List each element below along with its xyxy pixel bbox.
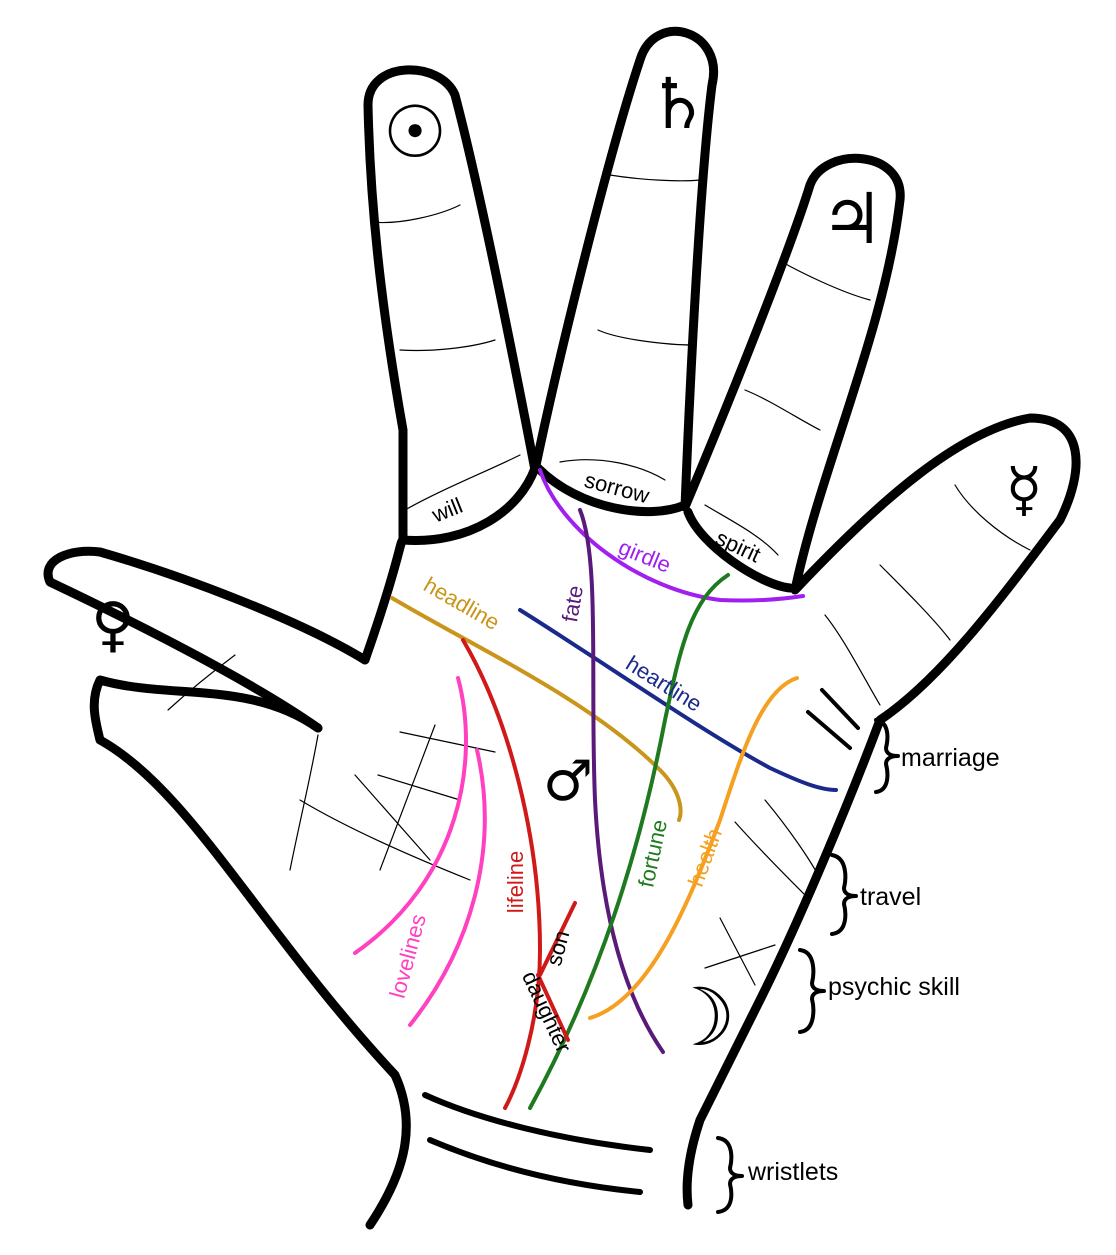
marriage-line <box>806 710 852 750</box>
venus-symbol-icon: ♀ <box>91 590 135 660</box>
son-label: son <box>541 928 574 969</box>
lifeline-line <box>461 638 542 1110</box>
crease <box>744 389 821 431</box>
fate-line <box>578 508 665 1054</box>
wristlets-label: wristlets <box>747 1158 838 1186</box>
marriage-label: marriage <box>901 744 1000 772</box>
loveline <box>408 748 487 1027</box>
girdle-label: girdle <box>615 534 674 577</box>
travel-label: travel <box>860 883 921 911</box>
health-line <box>588 676 799 1020</box>
mercury-symbol-icon: ☿ <box>1006 455 1043 525</box>
crease <box>559 459 666 481</box>
son-branch <box>538 901 577 977</box>
travel-brace <box>830 853 858 936</box>
loveline <box>353 676 468 955</box>
crease <box>371 204 461 224</box>
daughter-label: daughter <box>517 967 576 1056</box>
hand-outline <box>43 27 1081 1210</box>
crease <box>704 504 779 556</box>
sorrow-mount-base <box>533 463 690 517</box>
crease <box>879 564 951 641</box>
will-label: will <box>427 493 466 528</box>
daughter-branch <box>536 973 570 1042</box>
crease <box>734 821 806 896</box>
saturn-symbol-icon: ♄ <box>647 63 710 145</box>
crease <box>764 799 819 876</box>
crease <box>719 917 756 986</box>
hand-outline-left <box>89 675 411 1230</box>
headline-label: headline <box>419 572 504 635</box>
girdle-line <box>538 468 805 603</box>
moon-symbol-icon: ☽ <box>664 971 736 1064</box>
mars-symbol-icon: ♂ <box>543 749 593 814</box>
crease <box>167 654 236 711</box>
crease <box>289 734 319 871</box>
fate-label: fate <box>557 583 588 623</box>
crease <box>399 731 496 753</box>
wristlet-line <box>422 1092 653 1153</box>
crease <box>404 454 521 511</box>
crease <box>597 329 694 346</box>
will-mount-base <box>398 463 540 545</box>
psychic-brace <box>798 948 826 1034</box>
headline-line <box>390 596 683 822</box>
sun-symbol-icon: ☉ <box>383 90 448 174</box>
marriage-line <box>820 688 860 730</box>
spirit-mount-base <box>683 507 795 593</box>
crease <box>399 339 496 352</box>
crease <box>379 724 436 871</box>
crease <box>954 484 1031 551</box>
crease <box>299 799 471 881</box>
psychic-skill-label: psychic skill <box>828 973 960 1001</box>
fortune-line <box>528 573 730 1110</box>
health-label: health <box>683 825 727 890</box>
crease <box>824 614 881 706</box>
crease <box>609 174 701 182</box>
crease <box>377 774 461 801</box>
marriage-brace <box>874 718 900 794</box>
lifeline-label: lifeline <box>503 851 528 913</box>
jupiter-symbol-icon: ♃ <box>821 178 884 260</box>
crease <box>354 774 431 861</box>
wristlet-line <box>427 1137 643 1195</box>
heartline-line <box>518 608 838 792</box>
wristlets-brace <box>716 1136 744 1214</box>
crease <box>781 261 871 301</box>
